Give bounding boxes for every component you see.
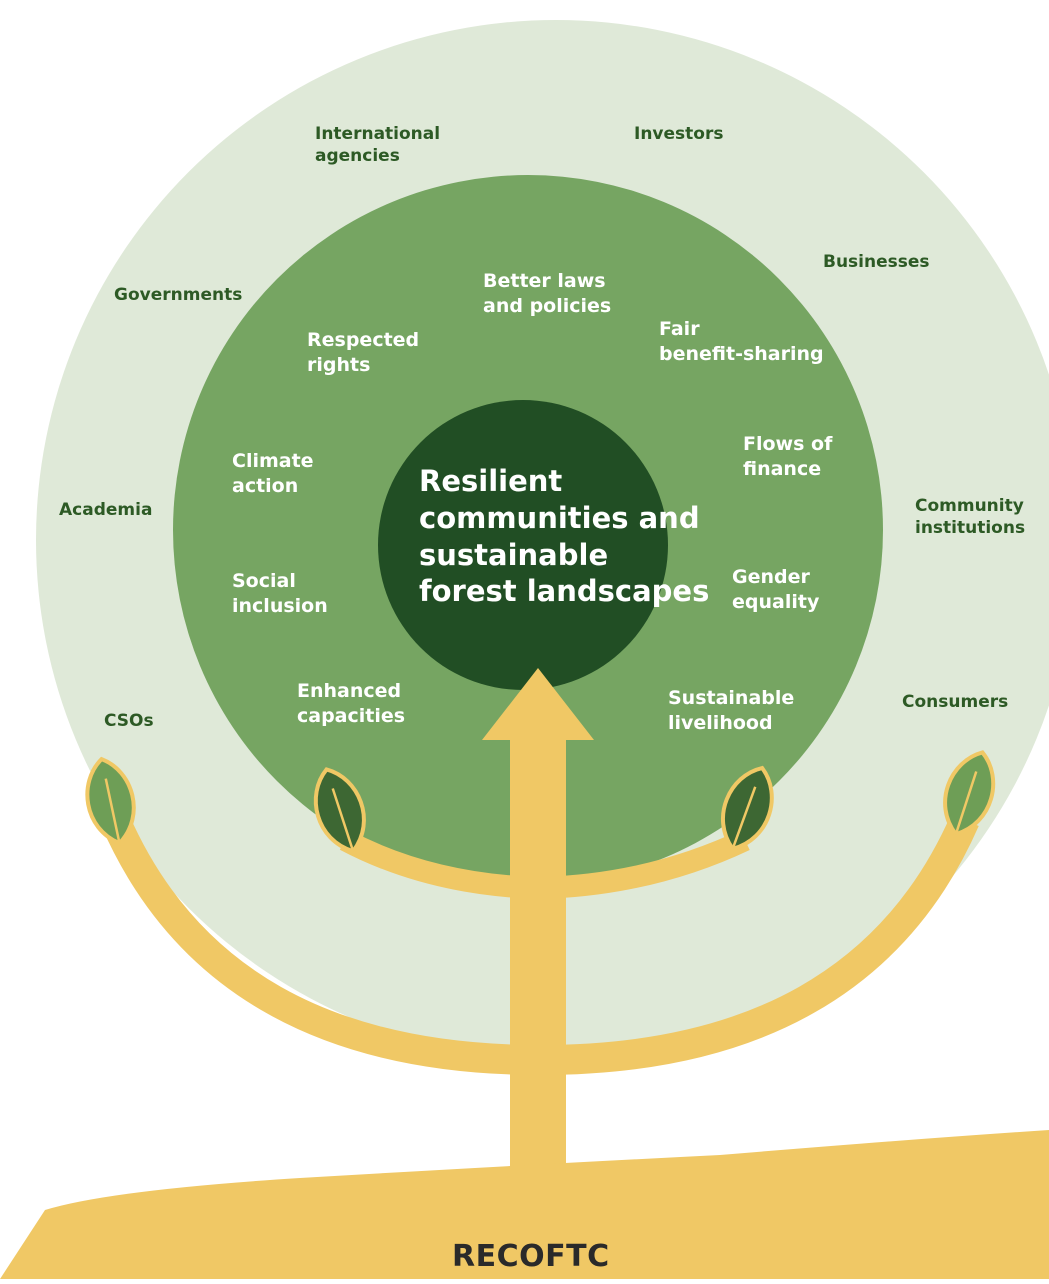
label-governments: Governments: [114, 285, 243, 305]
leaf-icon: [313, 767, 366, 854]
leaf-icon: [85, 756, 136, 846]
label-businesses: Businesses: [823, 252, 930, 272]
core-label: Resilient communities and sustainable fo…: [419, 464, 710, 609]
label-climate-action: Climate action: [232, 450, 314, 497]
label-csos: CSOs: [104, 711, 154, 731]
label-academia: Academia: [59, 500, 153, 520]
label-gender-equality: Gender equality: [732, 566, 820, 613]
label-better-laws: Better laws and policies: [483, 270, 612, 317]
label-consumers: Consumers: [902, 692, 1009, 712]
label-flows-of-finance: Flows of finance: [743, 433, 833, 480]
core-circle: [378, 400, 668, 690]
base-label: RECOFTC: [452, 1239, 610, 1274]
growth-arrow: [482, 668, 594, 1230]
label-respected-rights: Respected rights: [307, 329, 420, 376]
label-community-institutions: Community institutions: [915, 496, 1026, 539]
label-international-agencies: International agencies: [315, 124, 441, 167]
label-fair-benefit-sharing: Fair benefit-sharing: [659, 318, 824, 365]
label-social-inclusion: Social inclusion: [232, 570, 328, 617]
label-sustainable-livelihood: Sustainable livelihood: [668, 687, 795, 734]
label-enhanced-capacities: Enhanced capacities: [297, 680, 406, 727]
ground: [0, 1130, 1049, 1279]
label-investors: Investors: [634, 124, 724, 144]
leaf-icon: [943, 750, 996, 837]
leaf-icon: [721, 765, 774, 852]
